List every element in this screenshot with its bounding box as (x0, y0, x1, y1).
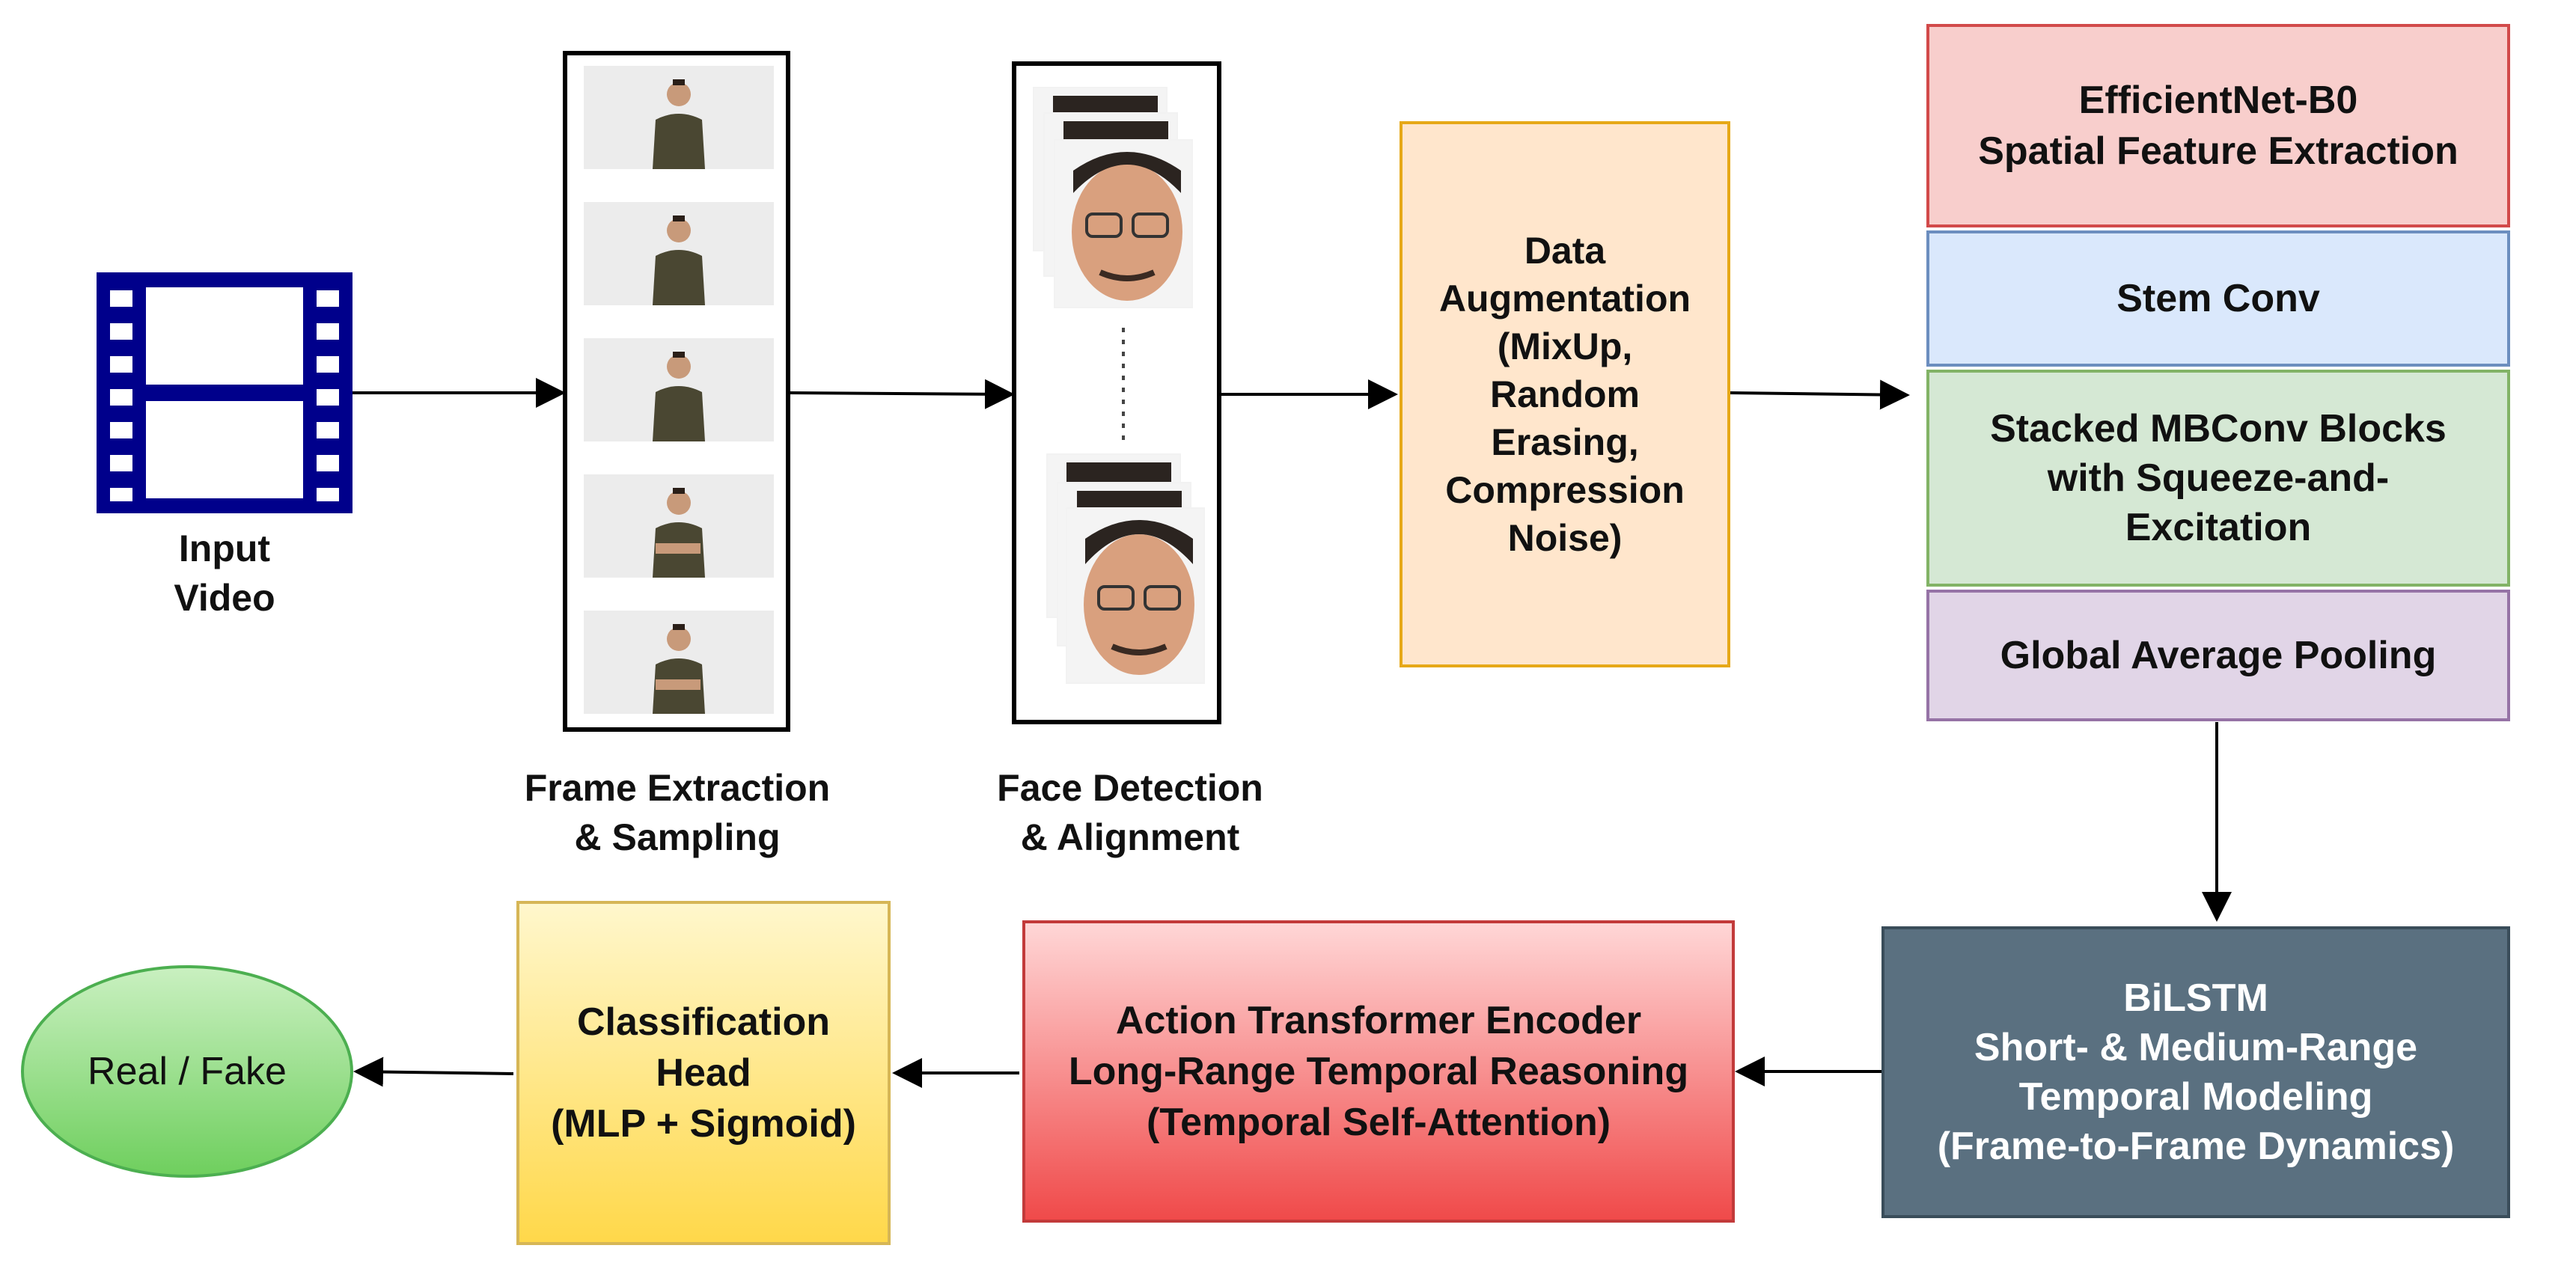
mbconv-line3: Excitation (2125, 506, 2312, 549)
ellipsis-separator (1122, 328, 1125, 447)
pooling-label: Global Average Pooling (2000, 634, 2437, 677)
transformer-line2: Long-Range Temporal Reasoning (1068, 1050, 1689, 1093)
augmentation-line1: Data (1524, 230, 1606, 272)
input-label-line1: Input (178, 528, 271, 569)
frame-thumbnail (584, 474, 774, 578)
transformer-box: Action Transformer Encoder Long-Range Te… (1022, 920, 1735, 1223)
frame-extraction-line1: Frame Extraction (524, 767, 831, 809)
augmentation-line2: Augmentation (1438, 278, 1691, 319)
mbconv-box: Stacked MBConv Blocks with Squeeze-and- … (1926, 370, 2510, 587)
data-augmentation-box: Data Augmentation (MixUp, Random Erasing… (1400, 121, 1730, 667)
global-average-pooling-box: Global Average Pooling (1926, 590, 2510, 721)
film-icon (97, 272, 352, 513)
stem-conv-label: Stem Conv (2116, 277, 2320, 320)
bilstm-line2: Short- & Medium-Range (1974, 1026, 2418, 1069)
arrow-augmentation-to-efficientnet (1730, 379, 1910, 410)
face-strip (1012, 61, 1221, 724)
face-detection-line1: Face Detection (997, 767, 1263, 809)
augmentation-line7: Noise) (1507, 517, 1623, 559)
classification-head-box: Classification Head (MLP + Sigmoid) (516, 901, 891, 1245)
input-video-label: Input Video (131, 524, 318, 623)
frame-extraction-label: Frame Extraction & Sampling (471, 763, 883, 862)
face-detection-line2: & Alignment (1020, 816, 1240, 858)
face-crop (1066, 507, 1205, 684)
efficientnet-box: EfficientNet-B0 Spatial Feature Extracti… (1926, 24, 2510, 227)
classifier-line2: Head (656, 1051, 751, 1095)
frame-thumbnail (584, 611, 774, 714)
face-detection-label: Face Detection & Alignment (928, 763, 1332, 862)
stem-conv-box: Stem Conv (1926, 230, 2510, 367)
frame-strip (563, 51, 790, 732)
bilstm-box: BiLSTM Short- & Medium-Range Temporal Mo… (1881, 926, 2510, 1218)
output-ellipse: Real / Fake (21, 965, 353, 1178)
mbconv-line1: Stacked MBConv Blocks (1990, 407, 2447, 450)
input-label-line2: Video (174, 577, 275, 619)
frame-thumbnail (584, 66, 774, 169)
efficientnet-title-line2: Spatial Feature Extraction (1978, 129, 2459, 173)
frame-extraction-line2: & Sampling (574, 816, 781, 858)
output-label: Real / Fake (88, 1050, 287, 1093)
mbconv-line2: with Squeeze-and- (2047, 456, 2390, 500)
arrow-frames-to-faces (789, 379, 1015, 409)
augmentation-line4: Random (1490, 373, 1640, 415)
frame-thumbnail (584, 338, 774, 441)
bilstm-line1: BiLSTM (2123, 976, 2268, 1020)
classifier-line3: (MLP + Sigmoid) (551, 1102, 856, 1146)
augmentation-line6: Compression (1445, 469, 1685, 511)
frame-thumbnail (584, 202, 774, 305)
arrow-classifier-to-output (353, 1057, 514, 1087)
face-crop (1054, 139, 1193, 308)
augmentation-line5: Erasing, (1491, 421, 1639, 463)
efficientnet-title-line1: EfficientNet-B0 (2078, 79, 2358, 122)
augmentation-line3: (MixUp, (1497, 325, 1633, 367)
transformer-line1: Action Transformer Encoder (1115, 999, 1642, 1042)
bilstm-line4: (Frame-to-Frame Dynamics) (1937, 1125, 2455, 1168)
bilstm-line3: Temporal Modeling (2018, 1075, 2373, 1119)
classifier-line1: Classification (576, 1000, 831, 1044)
transformer-line3: (Temporal Self-Attention) (1146, 1101, 1611, 1144)
